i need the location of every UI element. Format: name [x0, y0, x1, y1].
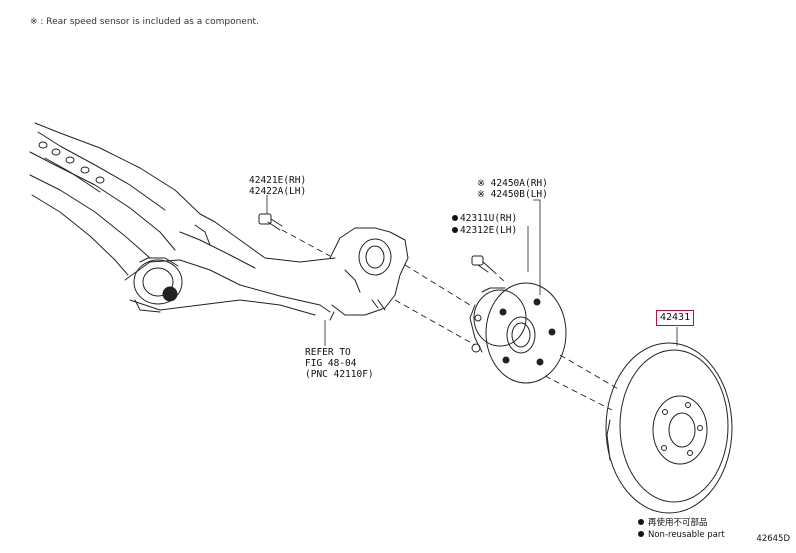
- label-42450b: ※ 42450B(LH): [477, 189, 548, 200]
- leader-lines: [266, 195, 678, 346]
- bolt-42421e: [258, 213, 283, 231]
- legend-text-jp: 再使用不可部品: [648, 518, 708, 528]
- legend-bullet-icon: [638, 531, 644, 537]
- axle-carrier: [329, 227, 409, 321]
- refer-line-2: FIG 48-04: [305, 358, 357, 369]
- label-42421e: 42421E(RH): [249, 175, 307, 186]
- diagram-note: ※ : Rear speed sensor is included as a c…: [30, 17, 259, 27]
- label-42312e-text: 42312E(LH): [460, 225, 518, 236]
- arm-bushing: [133, 257, 183, 313]
- axle-beam: [29, 122, 336, 316]
- legend-text-en: Non-reusable part: [648, 530, 725, 540]
- legend-line-en: Non-reusable part: [638, 529, 725, 541]
- label-42450a: ※ 42450A(RH): [477, 178, 548, 189]
- legend-line-jp: 再使用不可部品: [638, 517, 725, 529]
- assembly-lines: [281, 229, 621, 411]
- label-42311u: 42311U(RH): [452, 213, 517, 224]
- label-42422a: 42422A(LH): [249, 186, 307, 197]
- non-reusable-bullet-icon: [452, 227, 458, 233]
- refer-line-3: (PNC 42110F): [305, 369, 374, 380]
- refer-line-1: REFER TO: [305, 347, 351, 358]
- brake-disc: [605, 342, 733, 514]
- figure-id: 42645D: [756, 534, 790, 544]
- part-42431-callout[interactable]: 42431: [656, 310, 695, 326]
- non-reusable-bullet-icon: [452, 215, 458, 221]
- hub-bearing: [469, 282, 567, 384]
- label-42312e: 42312E(LH): [452, 225, 517, 236]
- legend-bullet-icon: [638, 519, 644, 525]
- bolt-42311u: [471, 255, 493, 273]
- label-42311u-text: 42311U(RH): [460, 213, 518, 224]
- legend: 再使用不可部品 Non-reusable part: [638, 517, 725, 541]
